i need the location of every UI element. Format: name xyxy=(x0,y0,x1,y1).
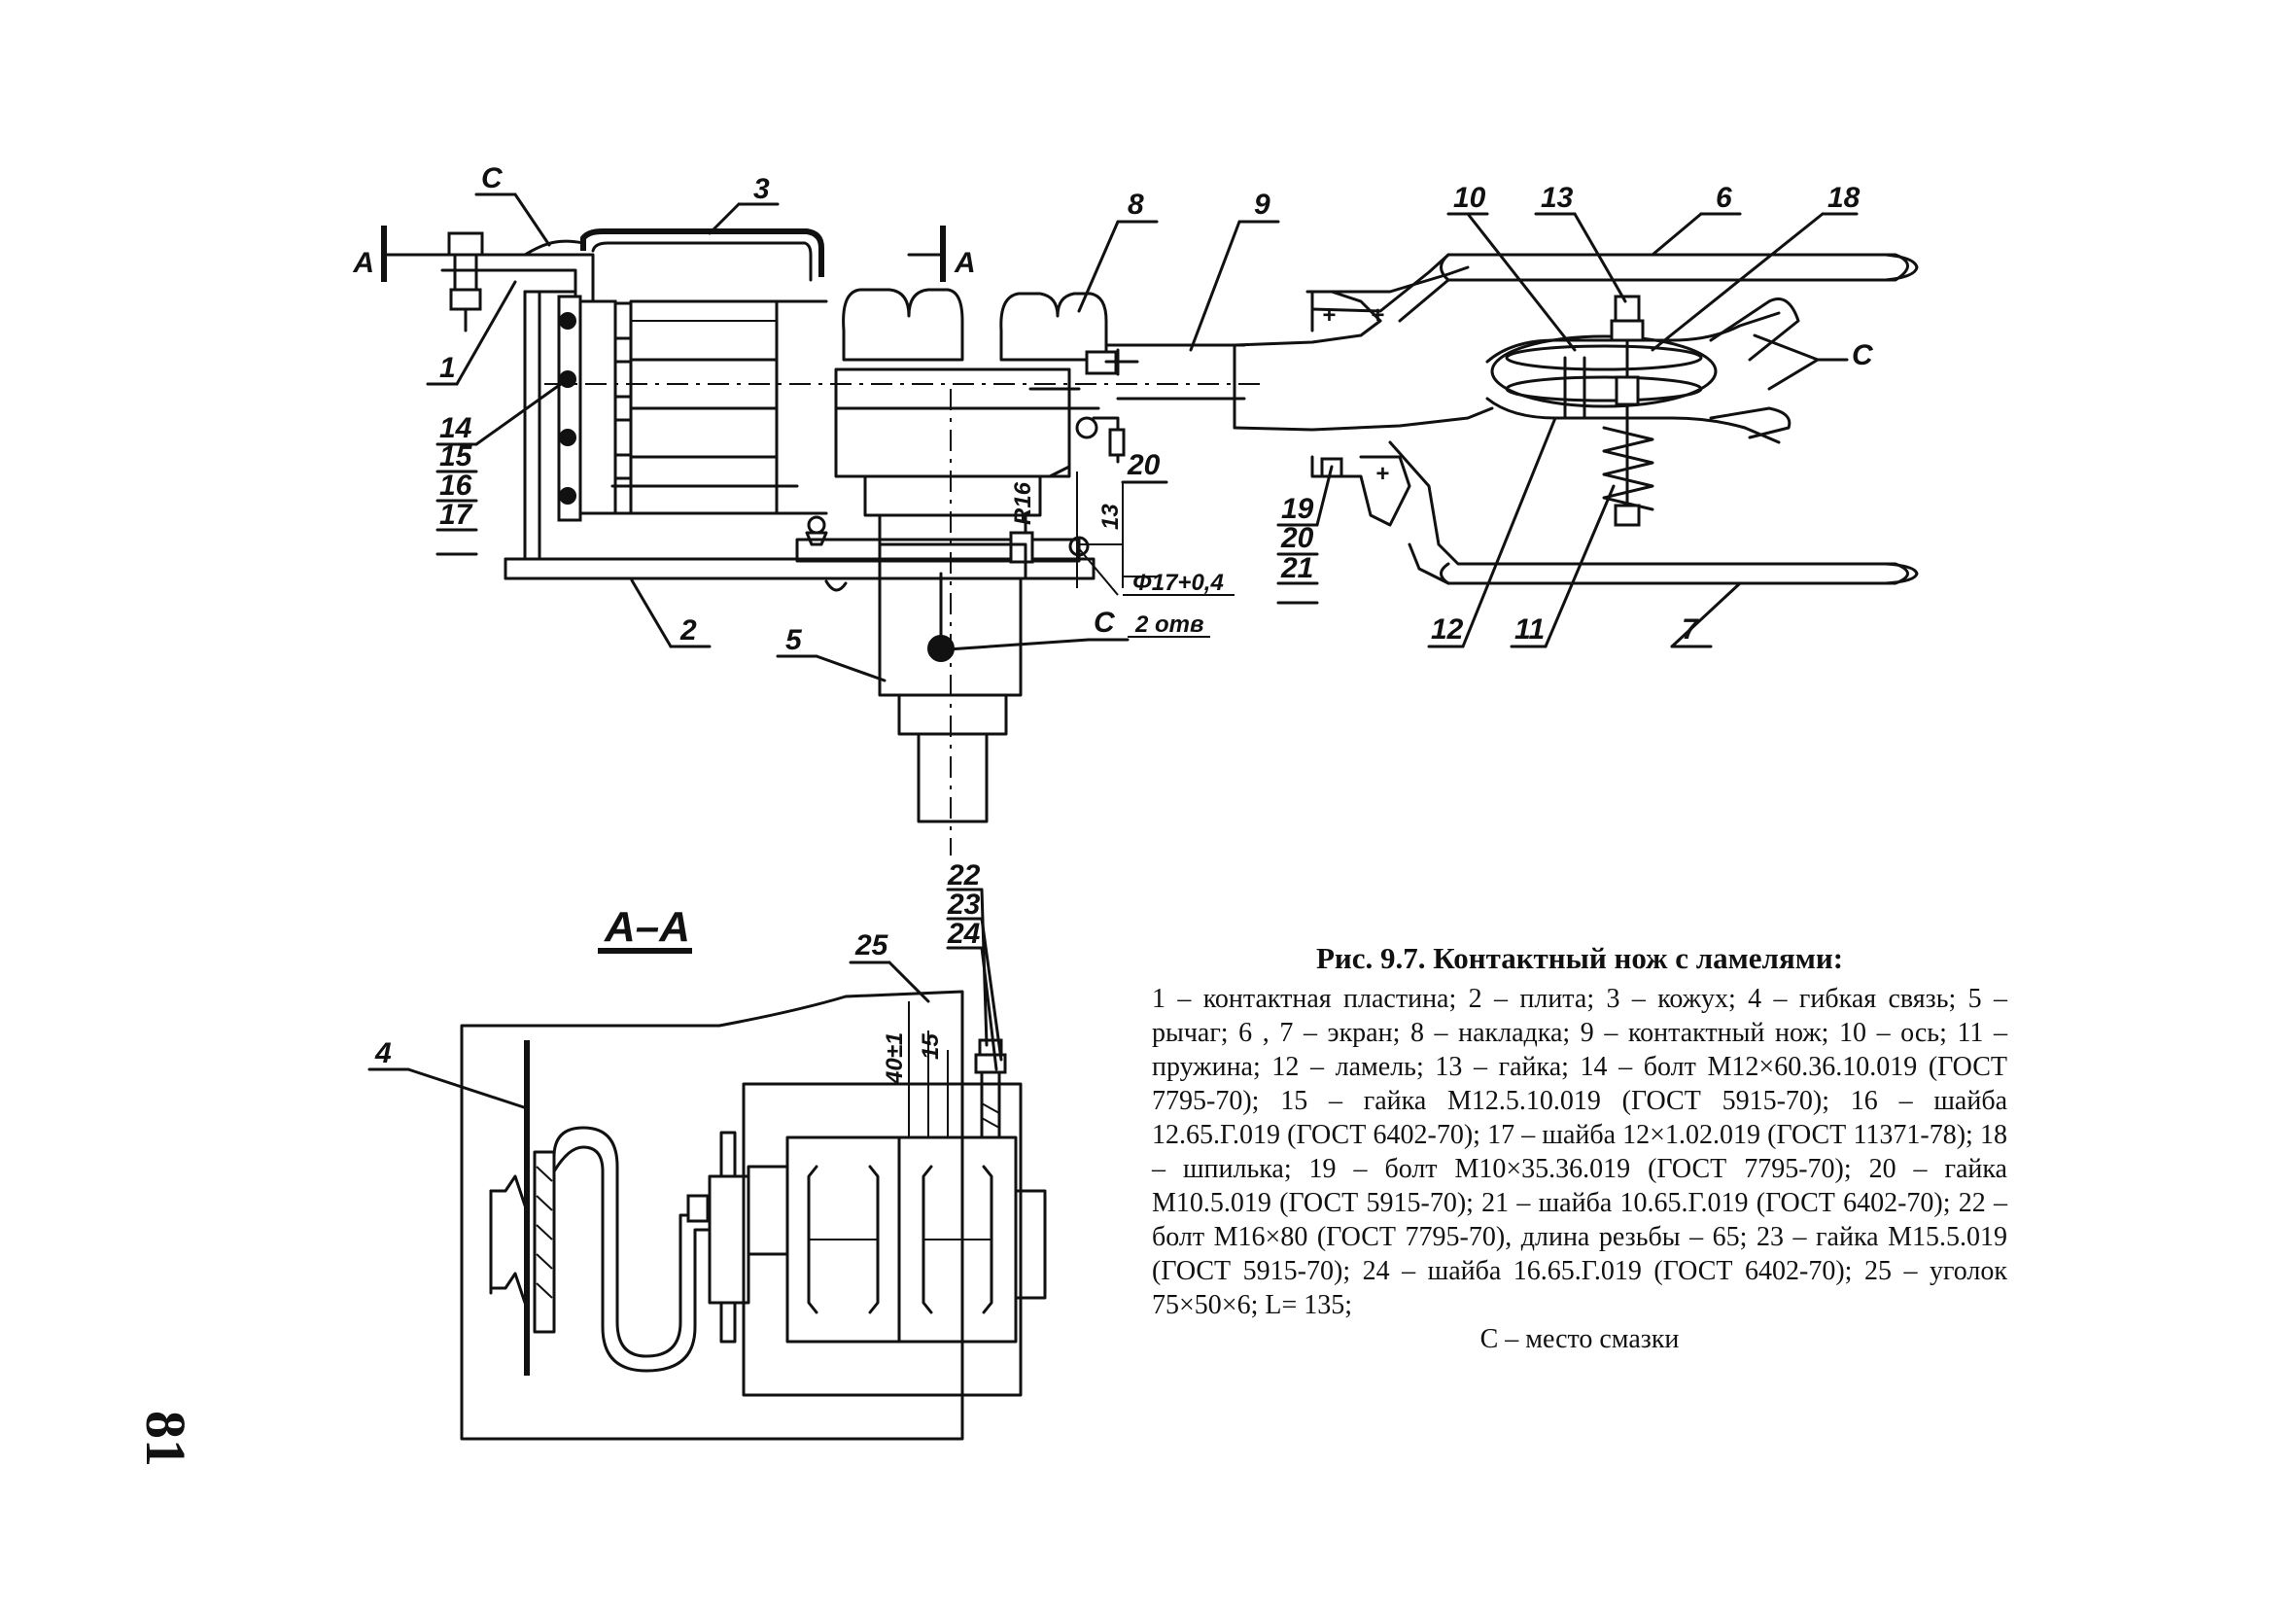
section-a-a-view: A–A xyxy=(367,859,1047,1441)
label-24: 24 xyxy=(947,918,981,950)
label-6: 6 xyxy=(1716,182,1732,214)
label-22: 22 xyxy=(947,859,981,891)
label-4: 4 xyxy=(374,1037,392,1069)
label-11: 11 xyxy=(1514,613,1545,646)
dim-40: 40±1 xyxy=(882,1032,908,1085)
page-number: 81 xyxy=(134,1411,197,1467)
svg-text:+: + xyxy=(1371,302,1384,329)
label-1: 1 xyxy=(439,352,456,384)
section-mark-a-right: A xyxy=(954,247,976,279)
label-13: 13 xyxy=(1541,182,1574,214)
label-16: 16 xyxy=(439,470,472,502)
dim-13: 13 xyxy=(1097,504,1124,530)
label-21: 21 xyxy=(1280,552,1313,584)
svg-text:+: + xyxy=(1322,302,1336,329)
label-20-lower: 20 xyxy=(1280,522,1314,554)
caption-last-line: С – место смазки xyxy=(1479,1324,1680,1354)
bolt-head xyxy=(447,231,484,257)
label-20-upper: 20 xyxy=(1127,449,1161,481)
label-8: 8 xyxy=(1128,189,1144,221)
label-9: 9 xyxy=(1254,189,1270,221)
label-5: 5 xyxy=(785,624,803,656)
label-c-lever: C xyxy=(1094,607,1116,639)
label-3: 3 xyxy=(753,173,770,205)
label-17: 17 xyxy=(439,499,473,531)
section-title: A–A xyxy=(604,903,690,951)
dim-15: 15 xyxy=(918,1033,944,1060)
label-25: 25 xyxy=(854,929,889,961)
label-15: 15 xyxy=(439,440,473,472)
label-c-top: C xyxy=(481,162,504,194)
label-14: 14 xyxy=(439,412,472,444)
dim-r16: R16 xyxy=(1010,481,1036,525)
caption-body: 1 – контактная пластина; 2 – плита; 3 – … xyxy=(1152,984,2007,1320)
knife-lamella-assembly: + + + xyxy=(1233,253,1919,585)
label-23: 23 xyxy=(947,889,981,921)
label-7: 7 xyxy=(1682,613,1699,646)
label-12: 12 xyxy=(1431,613,1464,646)
top-view-labels: C 3 1 14 15 16 17 2 5 C 8 xyxy=(426,162,1874,682)
dim-holes-count: 2 отв xyxy=(1134,611,1204,638)
label-18: 18 xyxy=(1827,182,1861,214)
caption-title: Рис. 9.7. Контактный нож с ламелями: xyxy=(1315,941,1844,975)
label-c-right: C xyxy=(1852,339,1874,371)
svg-text:+: + xyxy=(1375,461,1389,487)
label-2: 2 xyxy=(679,614,697,646)
figure-caption: Рис. 9.7. Контактный нож с ламелями: 1 –… xyxy=(1152,941,2007,1356)
top-view-assembly: A A xyxy=(352,226,1264,856)
section-mark-a-left: A xyxy=(352,247,374,279)
label-10: 10 xyxy=(1453,182,1486,214)
dim-hole-diameter: Φ17+0,4 xyxy=(1132,570,1224,596)
label-19: 19 xyxy=(1281,493,1314,525)
